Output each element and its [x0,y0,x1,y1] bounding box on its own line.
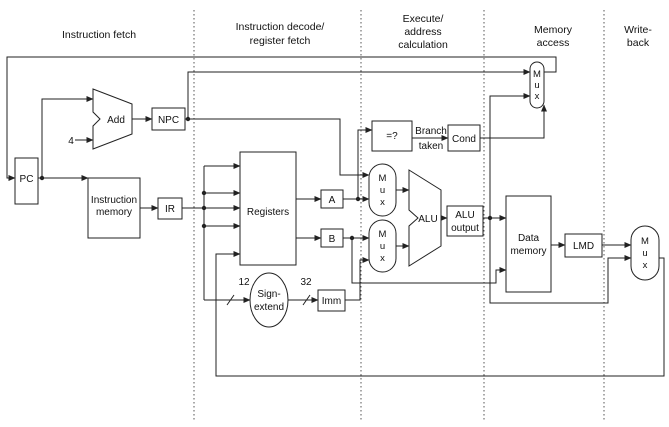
stage-label-decode: Instruction decode/ [236,21,325,33]
pc-label: PC [20,174,34,185]
junction-b [349,235,355,241]
svg-text:extend: extend [254,302,284,313]
svg-text:u: u [380,241,385,252]
writeback-mux [630,225,660,281]
junction-pc [39,175,45,181]
svg-text:u: u [534,80,539,91]
svg-text:access: access [537,37,570,49]
alu-output-register [446,205,484,237]
junction-ir-1 [201,190,207,196]
imm-label: Imm [322,296,341,307]
svg-text:M: M [379,173,387,184]
junctions [39,116,493,241]
wire-imm-mux [345,257,370,301]
wire-npc-mux-pc [185,69,531,120]
data-memory [505,195,552,293]
lmd-label: LMD [573,241,594,252]
junction-a [355,196,361,202]
bus-slash-out [302,294,311,306]
zero-test-label: =? [386,131,398,142]
adder-label: Add [107,115,125,126]
width-in-label: 12 [238,277,250,288]
svg-text:M: M [533,69,541,80]
wire-pc-add [41,96,94,178]
svg-text:x: x [380,197,385,208]
wire-writeback [215,251,665,377]
svg-text:M: M [379,229,387,240]
junction-ir-3 [201,223,207,229]
lmd-register [564,233,603,258]
svg-text:x: x [535,91,540,102]
wire-aluout-mux-pc [489,93,531,218]
wire-aluout-wb-mux [489,218,632,304]
zero-test-unit [371,120,413,152]
svg-text:output: output [451,223,479,234]
svg-text:x: x [380,253,385,264]
svg-text:register fetch: register fetch [250,35,311,47]
wire-next-pc [6,56,557,181]
junction-npc [185,116,191,122]
cond-register [447,124,481,152]
register-file [239,151,297,266]
svg-text:memory: memory [96,207,132,218]
svg-text:u: u [642,248,647,259]
npc-register [151,107,186,131]
wire-npc-alu-mux [188,118,370,178]
alu-output-label: ALU [455,210,474,221]
adder-const-label: 4 [68,136,74,147]
alu-mux-bottom [368,219,397,273]
pc-select-mux [529,61,545,109]
alu [408,169,442,267]
imem-label: Instruction [91,195,137,206]
npc-label: NPC [158,115,179,126]
branch-taken-label: Branch [415,126,447,137]
pc-adder [92,88,133,150]
svg-text:M: M [641,236,649,247]
pc-register [14,157,39,205]
registers-label: Registers [247,207,289,218]
wire-b-dmem [351,238,507,284]
b-register [320,228,344,248]
ir-register [157,197,183,220]
alu-mux-top [368,163,397,217]
svg-text:taken: taken [419,141,443,152]
stage-label-memory: Memory [534,24,573,36]
ir-label: IR [165,204,175,215]
svg-text:memory: memory [510,246,546,257]
junction-aluout [487,215,493,221]
stage-headers: Instruction fetch Instruction decode/ re… [62,13,652,51]
junction-ir-2 [201,205,207,211]
instruction-memory [87,177,141,239]
svg-text:x: x [643,260,648,271]
a-label: A [329,195,336,206]
sign-extend-unit [249,272,289,328]
svg-text:address: address [404,26,441,38]
wire-cond-select [480,104,547,139]
alu-label: ALU [418,214,437,225]
svg-text:back: back [627,37,650,49]
sign-extend-label: Sign- [257,289,280,300]
stage-label-fetch: Instruction fetch [62,29,136,41]
a-register [320,189,344,209]
svg-text:calculation: calculation [398,39,448,51]
svg-text:u: u [380,185,385,196]
width-out-label: 32 [300,277,312,288]
bus-slash-in [226,294,235,306]
stage-label-execute: Execute/ [403,13,444,25]
stage-label-writeback: Write- [624,24,652,36]
cond-label: Cond [452,134,476,145]
wire-a-zero [357,127,373,199]
imm-register [317,289,346,312]
b-label: B [329,234,336,245]
stage-dividers [193,10,605,422]
dmem-label: Data [518,233,540,244]
